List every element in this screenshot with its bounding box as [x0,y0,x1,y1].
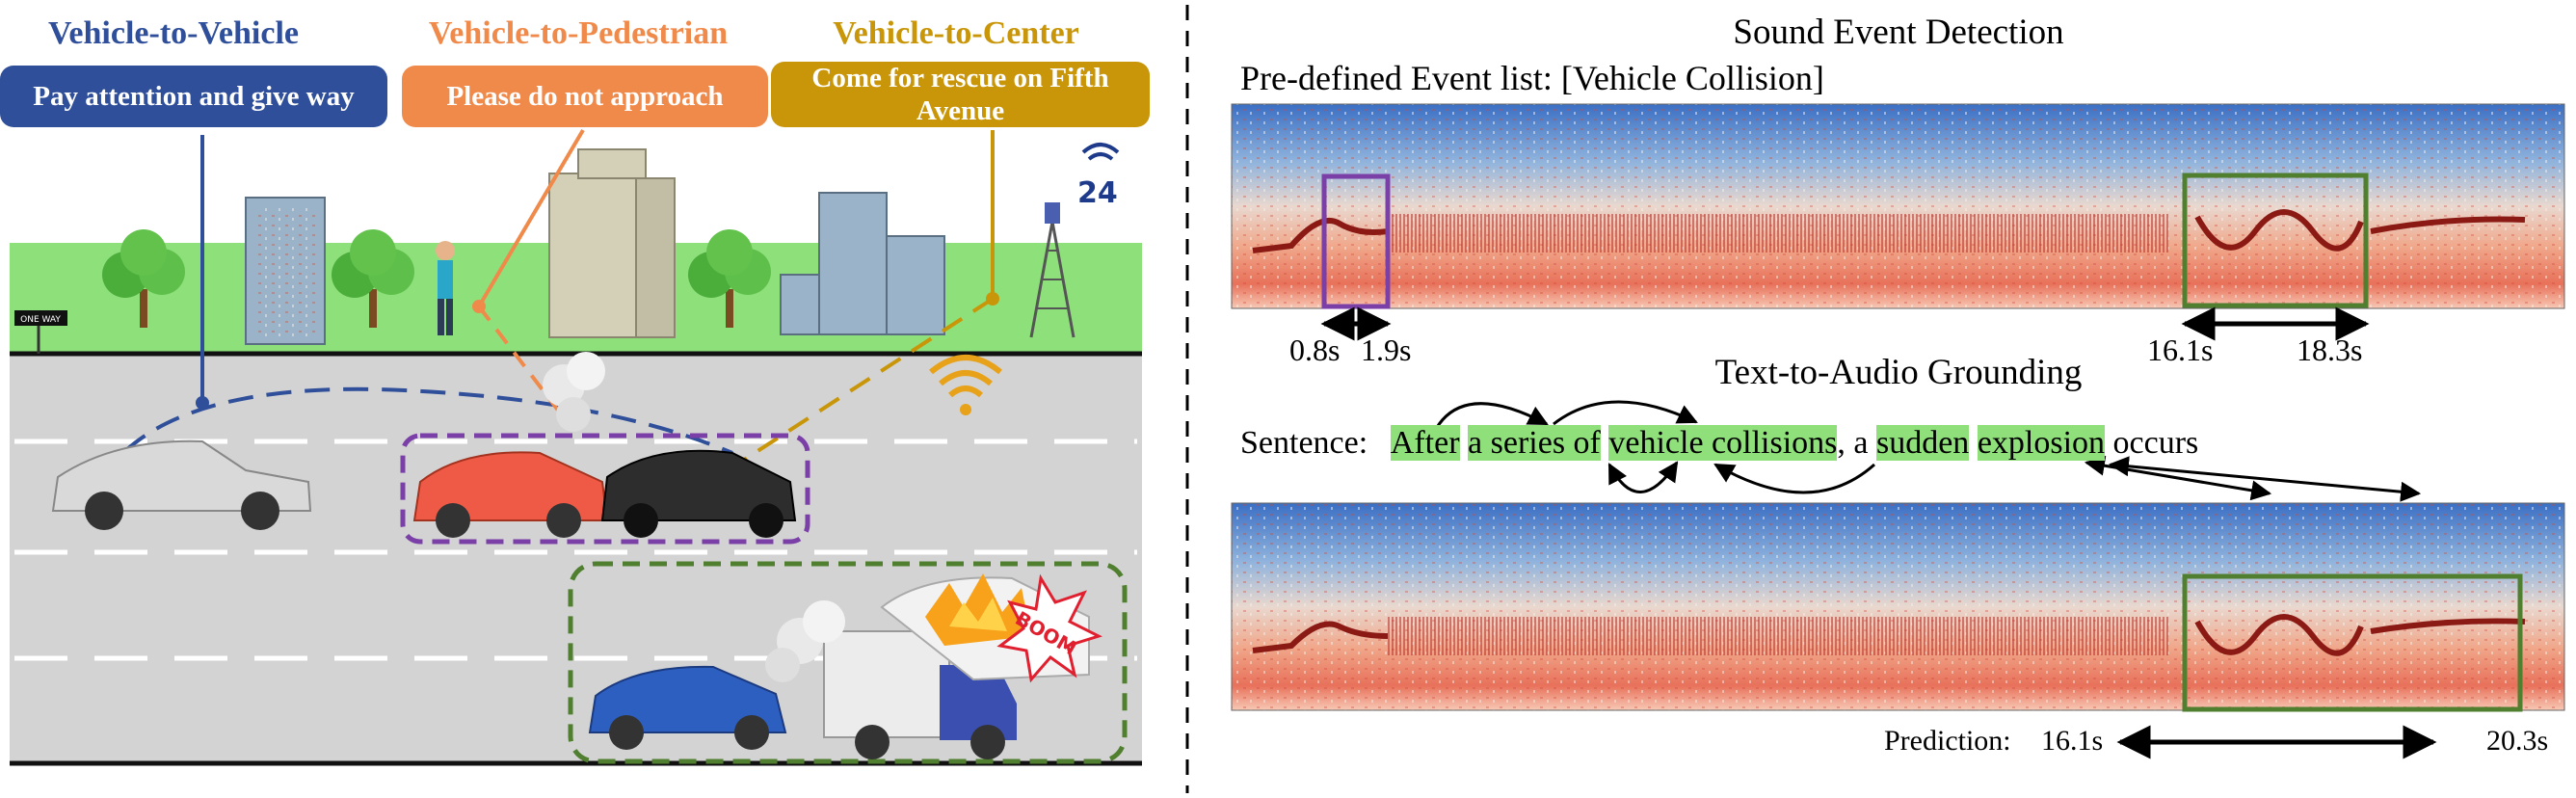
boom-icon: BOOM [996,573,1102,683]
tree-icon [102,229,185,328]
red-car-icon [412,451,609,538]
v2v-dashed-link [123,386,733,455]
dependency-arc [1553,400,1698,426]
sed-event-box-1 [1321,173,1391,309]
building-icon [780,192,945,335]
white-car-icon [51,439,312,530]
sed-time-end-1: 1.9s [1361,332,1412,367]
v2c-dashed-link [730,297,995,469]
token-occurs: occurs [2112,425,2199,461]
blue-car-icon [588,665,787,750]
one-way-sign-icon: ONE WAY [14,310,67,354]
tag-spectrogram [1231,502,2565,711]
v2p-dashed-link [477,305,571,426]
v2p-title: Vehicle-to-Pedestrian [428,15,729,51]
v2v-message: Pay attention and give way [0,66,387,127]
v2c-title: Vehicle-to-Center [833,15,1079,51]
black-car-icon [600,449,797,538]
sentence-row: Sentence: After a series of vehicle coll… [1240,425,2198,462]
dependency-arc [1607,461,1679,493]
alignment-arrow [2108,456,2422,502]
sed-event-box-2 [2182,173,2369,308]
sed-time-end-2: 18.3s [2297,332,2363,367]
sentence-label: Sentence: [1240,425,1368,461]
building-icon [245,197,326,345]
tag-prediction-box [2182,573,2523,712]
tree-icon [332,229,414,328]
cell-tower-icon [1029,202,1076,338]
dependency-arc [1434,402,1549,430]
24h-badge-icon: 24 [1077,143,1120,210]
token-explosion: explosion [1977,425,2106,461]
token-a-series-of: a series of [1468,425,1601,461]
sed-time-start-2: 16.1s [2147,332,2214,367]
event-list-label: Pre-defined Event list: [Vehicle Collisi… [1240,59,1824,97]
sed-time-start-1: 0.8s [1289,332,1341,367]
smoke-icon [543,352,605,432]
token-vehicle-collisions: vehicle collisions [1608,425,1838,461]
tower-badge-text: 24 [1077,176,1118,210]
dependency-arc [1713,463,1875,494]
smoke-icon [765,600,845,682]
truck-icon [823,630,1017,759]
one-way-sign-text: ONE WAY [20,315,61,325]
v2p-message: Please do not approach [402,66,768,127]
tag-title: Text-to-Audio Grounding [1714,353,2083,392]
pedestrian-icon [436,241,455,335]
prediction-end: 20.3s [2486,725,2549,757]
prediction-start: 16.1s [2041,725,2104,757]
wifi-signal-icon [929,355,1002,415]
token-sudden: sudden [1875,425,1970,461]
sed-title: Sound Event Detection [1733,13,2064,52]
collision-highlight-box [400,433,810,545]
token-comma-a: , a [1837,425,1869,461]
building-icon [548,148,676,338]
v2x-scene: ONE WAY [10,128,1142,766]
token-after: After [1390,425,1460,461]
v2p-link-line [477,128,585,308]
tree-icon [688,229,771,328]
prediction-label: Prediction: [1884,725,2011,757]
sed-spectrogram [1231,103,2565,309]
v2c-message: Come for rescue on Fifth Avenue [771,62,1150,127]
v2v-title: Vehicle-to-Vehicle [48,15,299,51]
explosion-highlight-box [568,561,1128,764]
